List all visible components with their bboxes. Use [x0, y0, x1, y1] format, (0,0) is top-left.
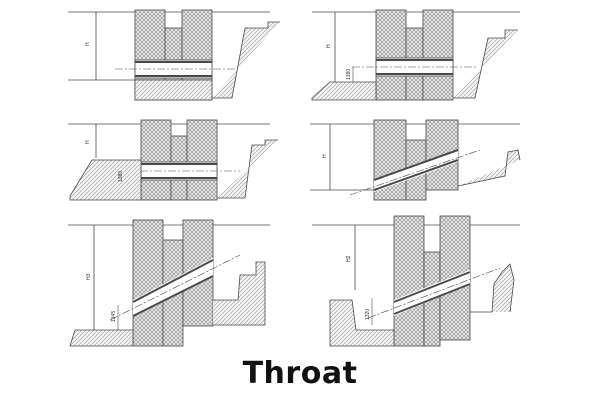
downstream-wall — [217, 139, 278, 199]
sill — [311, 81, 377, 101]
throat-pipe-bottom — [373, 159, 459, 191]
downstream-wall — [470, 263, 515, 313]
downstream-wall — [212, 21, 280, 99]
throat-pipe-top — [373, 149, 459, 181]
panel-1-height-label: H — [85, 42, 91, 46]
panel-2 — [311, 9, 520, 101]
right-block — [186, 119, 218, 201]
left-block — [132, 219, 164, 347]
panel-6-height-label: H2 — [346, 255, 352, 262]
throat-channel — [133, 258, 213, 316]
panel-4-height-label: H — [322, 154, 328, 158]
downstream-wall — [213, 261, 266, 326]
panel-3 — [68, 119, 278, 201]
centerline — [367, 267, 501, 319]
throat-pipe-top — [132, 259, 214, 303]
panel-3-throat-label: 1380 — [118, 171, 124, 182]
base-slab — [134, 79, 213, 101]
panel-1 — [68, 9, 280, 101]
panel-5-height-label: H3 — [86, 273, 92, 280]
downstream-wall — [453, 29, 518, 99]
panel-2-height-label: H — [326, 44, 332, 48]
centerline — [109, 254, 241, 321]
panel-4 — [310, 119, 521, 201]
left-block — [393, 215, 425, 347]
panel-3-height-label: H — [85, 140, 91, 144]
right-block — [422, 9, 454, 101]
downstream-wall — [457, 149, 521, 187]
panel-2-throat-label: 1380 — [346, 69, 352, 80]
centerline — [349, 149, 481, 196]
left-block — [375, 9, 407, 101]
throat-pipe-top — [393, 271, 471, 303]
panel-5 — [68, 219, 270, 347]
sill — [69, 329, 134, 347]
panel-5-throat-label: 1345 — [111, 311, 117, 322]
throat-pipe-bottom — [132, 275, 214, 317]
caption-title: Throat — [242, 356, 358, 391]
throat-pipe-bottom — [393, 283, 471, 315]
throat-channel — [394, 270, 470, 316]
sill — [329, 299, 395, 347]
left-block — [140, 119, 172, 201]
sill — [69, 159, 142, 201]
panel-6-throat-label: 1320 — [365, 309, 371, 320]
panel-6 — [312, 215, 520, 347]
